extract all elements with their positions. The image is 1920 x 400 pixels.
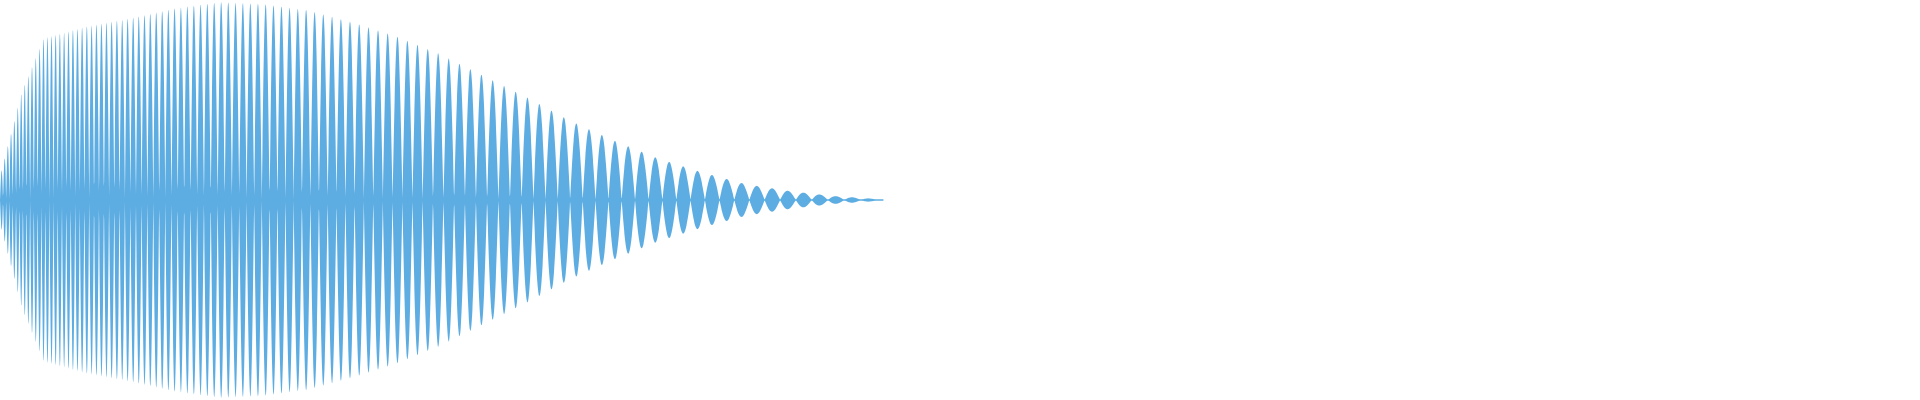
waveform-canvas (0, 2, 884, 398)
